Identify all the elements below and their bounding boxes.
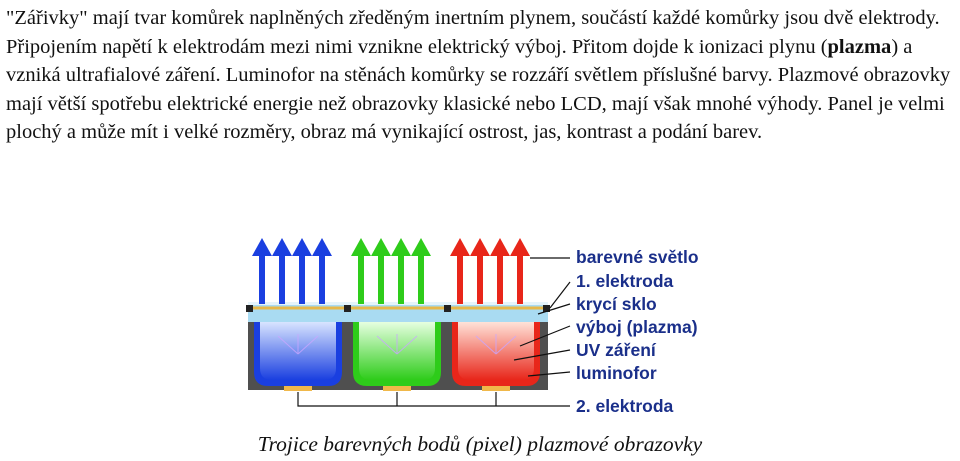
- red-cell: [452, 322, 540, 391]
- label-cover-glass: krycí sklo: [576, 294, 657, 314]
- leader-lines: [297, 257, 571, 407]
- uv-rays: [277, 334, 517, 355]
- label-uv: UV záření: [576, 340, 657, 360]
- label-phosphor: luminofor: [576, 363, 657, 383]
- green-cell: [353, 322, 441, 391]
- label-colored-light: barevné světlo: [576, 247, 699, 267]
- green-light-arrows: [351, 238, 431, 304]
- electrode-nodes: [246, 305, 550, 312]
- paragraph-text-part-2: ) a vzniká ultrafialové záření. Luminofo…: [6, 35, 951, 144]
- label-discharge: výboj (plazma): [576, 317, 698, 337]
- body-paragraph: "Zářivky" mají tvar komůrek naplněných z…: [6, 4, 956, 147]
- plasma-pixel-diagram: barevné světlo 1. elektroda krycí sklo v…: [246, 238, 699, 416]
- label-second-electrode: 2. elektroda: [576, 396, 674, 416]
- paragraph-text-part-1: "Zářivky" mají tvar komůrek naplněných z…: [6, 7, 940, 58]
- blue-light-arrows: [252, 238, 332, 304]
- plasma-pixel-figure: barevné světlo 1. elektroda krycí sklo v…: [238, 236, 738, 424]
- paragraph-bold-term: plazma: [827, 35, 892, 58]
- blue-cell: [254, 322, 342, 391]
- red-light-arrows: [450, 238, 530, 304]
- figure-caption: Trojice barevných bodů (pixel) plazmové …: [257, 432, 703, 456]
- label-first-electrode: 1. elektroda: [576, 271, 674, 291]
